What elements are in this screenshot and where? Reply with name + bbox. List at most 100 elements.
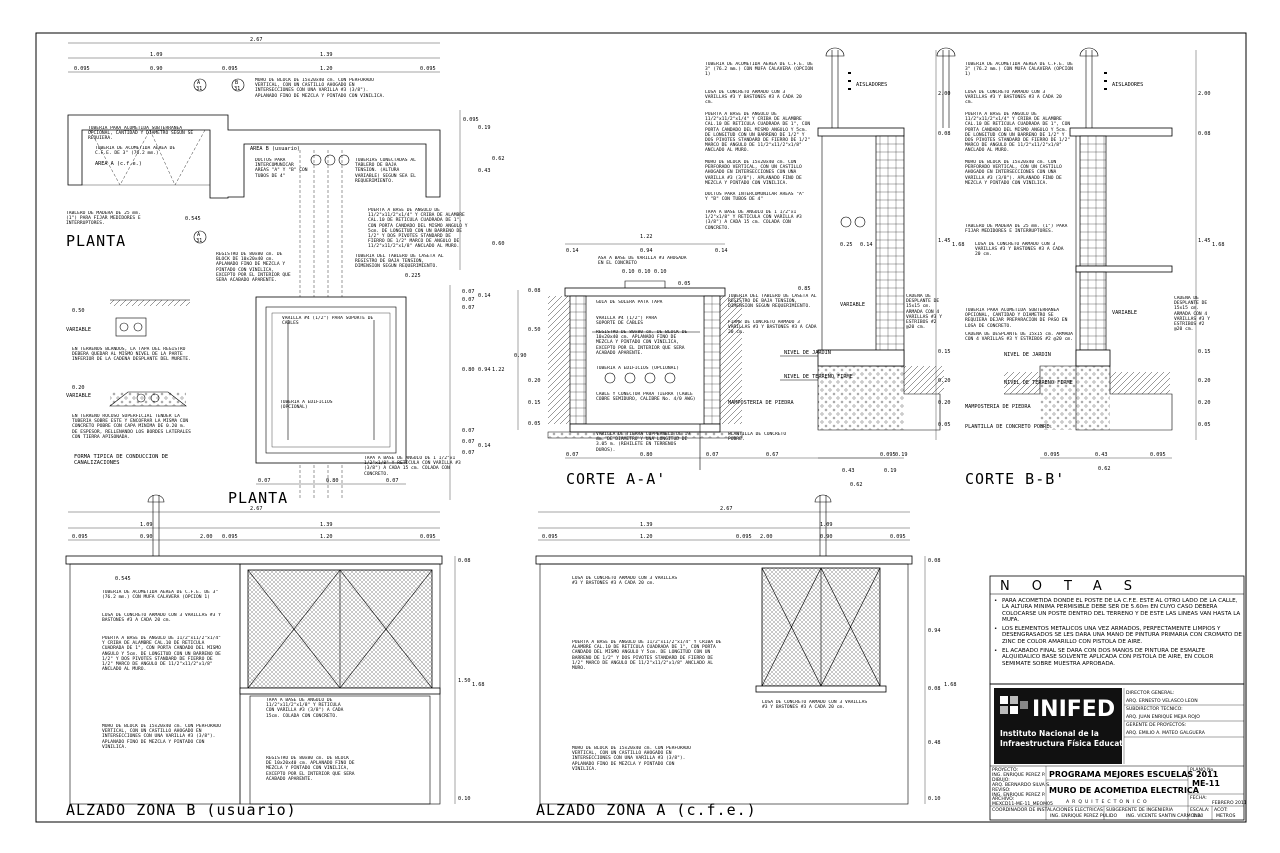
dim-080-cb: 0.80	[640, 452, 653, 458]
dim-120: 1.20	[320, 66, 333, 72]
note-rocoso: EN TERRENO ROCOSO SUPERFICIAL TENDER LA …	[72, 414, 191, 440]
dim-005-c2: 0.05	[528, 421, 541, 427]
note-tablero-madera: TABLERO DE MADERA DE 25 mm. (1") PARA FI…	[66, 211, 141, 226]
note-firme: FIRME DE CONCRETO ARMADO 3 VARILLAS #3 Y…	[728, 320, 817, 336]
dim-020-b1: 0.20	[1198, 378, 1211, 384]
proyecto-name: ING. ENRIQUE PEREZ P.	[992, 772, 1045, 778]
label-plantilla-b: PLANTILLA DE CONCRETO POBRE.	[965, 424, 1052, 430]
area-b-label: AREA B (usuario)	[250, 146, 300, 152]
dim-080-b: 0.80	[326, 478, 339, 484]
dim-168-b: 1.68	[1212, 242, 1225, 248]
dim-020-c: 0.20	[528, 378, 541, 384]
note-mufa-a: TUBERIA DE ACOMETIDA AEREA DE C.F.E. DE …	[705, 62, 813, 78]
dim-080-r: 0.80	[462, 367, 475, 373]
dim-alz-a-090: 0.90	[820, 534, 833, 540]
dim-007-b2: 0.07	[386, 478, 399, 484]
proyecto-label: PROYECTO:	[992, 767, 1019, 773]
subdirector-label: SUBDIRECTOR TECNICO:	[1126, 706, 1183, 712]
label-nivel-terreno-a: NIVEL DE TERRENO FIRME	[784, 374, 853, 380]
svg-text:A: A	[197, 80, 201, 86]
note-puerta-b: PUERTA A BASE DE ANGULO DE 11/2"x11/2"x1…	[965, 112, 1071, 154]
logo-text: INIFED	[1032, 697, 1115, 722]
dim-0545: 0.545	[185, 216, 201, 222]
note-item-1: •PARA ACOMETIDA DONDE EL POSTE DE LA C.F…	[994, 598, 1241, 623]
dim-008-a: 0.08	[938, 131, 951, 137]
dim-0095-r: 0.095	[463, 117, 479, 123]
dim-020-a1: 0.20	[938, 378, 951, 384]
dim-067-cb: 0.67	[766, 452, 779, 458]
dim-043-a-b: 0.43	[842, 468, 855, 474]
note-mufa-b: TUBERIA DE ACOMETIDA AEREA DE C.F.E. DE …	[965, 62, 1073, 78]
dim-005-a: 0.05	[938, 422, 951, 428]
area-a-label: AREA A (c.f.e.)	[95, 161, 142, 167]
dim-014-r2: 0.14	[478, 443, 491, 449]
dim-alz-a-010: 0.10	[928, 796, 941, 802]
dim-alz-a-094: 0.94	[928, 628, 941, 634]
label-variable-a: VARIABLE	[840, 302, 865, 308]
note-tuberia-edificios-c: TUBERIA A EDIFICIOS (OPCIONAL)	[596, 366, 679, 371]
dibujo-label: DIBUJO:	[992, 777, 1010, 783]
note-alz-b-puerta: PUERTA A BASE DE ANGULO DE 11/2"x11/2"x1…	[102, 636, 221, 673]
plano-label: PLANO No.	[1190, 767, 1215, 773]
note-alz-a-losa: LOSA DE CONCRETO ARMADO CON 3 VARILLAS #…	[572, 576, 678, 587]
view-title-alzado-b: ALZADO ZONA B (usuario)	[66, 801, 297, 819]
svg-text:31: 31	[234, 86, 240, 92]
dim-122-c: 1.22	[640, 234, 653, 240]
dim-062-b-b: 0.62	[1098, 466, 1111, 472]
dim-alz-b-0095a: 0.095	[72, 534, 88, 540]
label-variable-2: VARIABLE	[66, 393, 91, 399]
sheet-border	[35, 32, 1247, 823]
dim-0095-a: 0.095	[74, 66, 90, 72]
coord-label: COORDINADOR DE INSTALACIONES ELECTRICAS	[992, 807, 1103, 813]
archivo-label: ARCHIVO:	[992, 796, 1015, 802]
dim-168-a: 1.68	[952, 242, 965, 248]
note-muro-b: MURO DE BLOCK DE 15x20x40 cm. CON PERFOR…	[965, 160, 1062, 186]
acot-label: ACOT:	[1214, 807, 1228, 813]
escala-label: ESCALA:	[1190, 807, 1210, 813]
dim-008-b: 0.08	[1198, 131, 1211, 137]
label-aisladores-a: AISLADORES	[856, 82, 887, 88]
dim-094-r: 0.94	[478, 367, 491, 373]
dim-019-a-b: 0.19	[895, 452, 908, 458]
dim-alz-b-139: 1.39	[320, 522, 333, 528]
dim-060-r: 0.60	[492, 241, 505, 247]
note-tuberia-tablero: TUBERIA DEL TABLERO DE CASETA AL REGISTR…	[355, 254, 444, 270]
inifed-logo-mark	[1000, 696, 1028, 714]
note-alz-b-mufa: TUBERIA DE ACOMETIDA AEREA DE C.F.E. DE …	[102, 590, 219, 601]
fecha-label: FECHA:	[1190, 795, 1207, 801]
director-name: ARQ. ERNESTO VELASCO LEON	[1126, 698, 1198, 704]
note-alz-a-muro: MURO DE BLOCK DE 15x20x40 cm. CON PERFOR…	[572, 746, 691, 772]
dim-062-a-b: 0.62	[850, 482, 863, 488]
dim-020-b2: 0.20	[1198, 400, 1211, 406]
dim-alz-b-168: 1.68	[472, 682, 485, 688]
planta-registro-view: VARILLA #4 (1/2") PARA SOPORTE DE CABLES…	[216, 150, 505, 507]
forma-tipica-title: FORMA TIPICA DE CONDUCCION DE CANALIZACI…	[74, 454, 169, 466]
dim-012-a: 0.14	[860, 242, 873, 248]
dim-0095-b-b2: 0.095	[1150, 452, 1166, 458]
fecha-value: FEBRERO 2011	[1212, 800, 1247, 806]
dim-alz-a-168: 1.68	[944, 682, 957, 688]
dim-010-c1: 0.10	[622, 269, 635, 275]
reviso-label: REVISO:	[992, 787, 1011, 793]
notes-title: NOTAS	[1000, 579, 1154, 594]
dim-085-a: 0.85	[798, 286, 811, 292]
note-alz-b-registro: REGISTRO DE 80x80 cm. DE BLOCK DE 10x20x…	[266, 756, 355, 782]
label-nivel-jardin-b: NIVEL DE JARDIN	[1004, 352, 1051, 358]
view-title-planta-bottom: PLANTA	[228, 489, 288, 507]
dim-alz-b-010: 0.10	[458, 796, 471, 802]
dim-007-r5: 0.07	[462, 439, 475, 445]
gerente-label: GERENTE DE PROYECTOS:	[1126, 722, 1187, 728]
view-title-corte-a: CORTE A-A'	[566, 470, 666, 488]
dim-total-width: 2.67	[250, 37, 263, 43]
dim-0095-c: 0.095	[420, 66, 436, 72]
dim-139: 1.39	[320, 52, 333, 58]
note-varilla-cables: VARILLA #4 (1/2") PARA SOPORTE DE CABLES	[282, 316, 374, 326]
planta-top-view: 2.67 1.09 1.39 0.095 0.90 0.095 1.20 0.0…	[66, 37, 505, 270]
dim-alz-a-109: 1.09	[820, 522, 833, 528]
note-item-3: •EL ACABADO FINAL SE DARA CON DOS MANOS …	[994, 648, 1214, 667]
svg-text:A: A	[197, 232, 201, 238]
dim-145-a: 1.45	[938, 238, 951, 244]
label-mamposteria-a: MAMPOSTERIA DE PIEDRA	[728, 400, 794, 406]
dim-015-a: 0.15	[938, 349, 951, 355]
